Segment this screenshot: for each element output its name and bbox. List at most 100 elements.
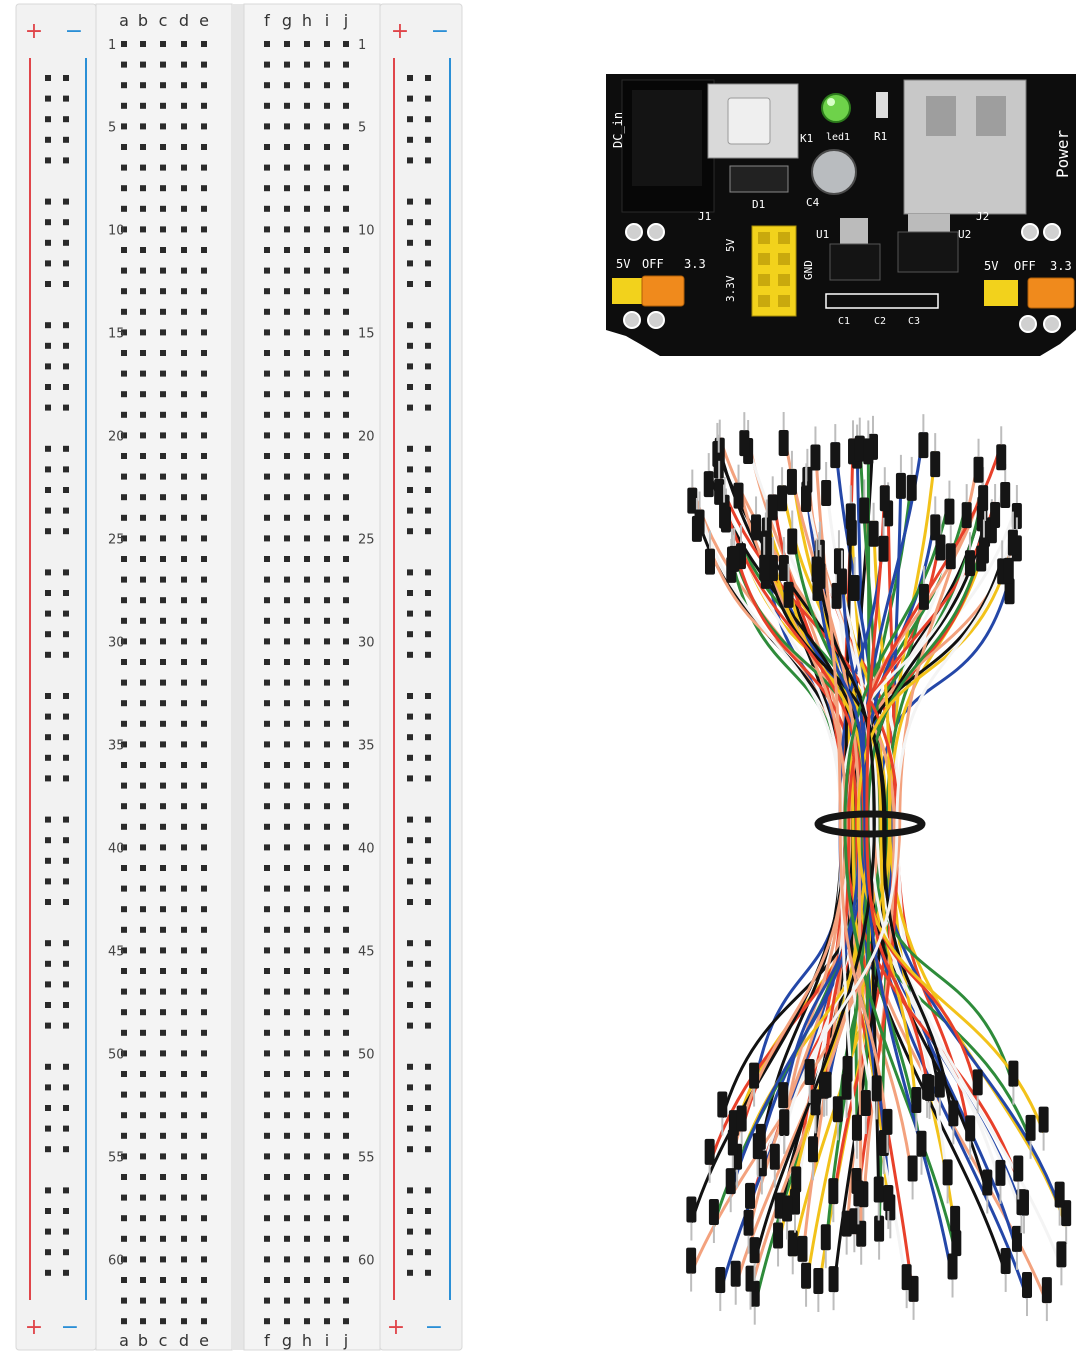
hole [121,803,127,810]
hole [425,754,431,761]
led1-label: led1 [826,132,850,143]
hole [407,75,413,81]
hole [284,41,290,47]
hole [160,308,166,315]
hole [264,926,270,933]
hole [324,638,330,645]
center-channel [232,4,244,1350]
hole [63,198,69,205]
wire-connector [930,451,941,478]
hole [304,1112,310,1119]
hole [425,1084,431,1091]
hole [343,1256,349,1263]
hole [343,988,349,995]
wire-connector [801,485,812,512]
hole [140,1009,146,1016]
hole [304,1256,310,1263]
hole [264,350,270,356]
wire-connector [996,444,1007,471]
wire-connector [694,509,705,536]
hole [425,651,431,658]
wire-connector [759,554,770,581]
hole [407,651,413,658]
hole [343,535,349,542]
hole [284,164,290,171]
hole [160,61,166,68]
hole [425,445,431,452]
power-label: Power [1053,129,1072,178]
hole [63,651,69,658]
hole [121,1235,127,1242]
hole [304,1050,310,1057]
col-j-bottom: j [343,1331,348,1350]
wire-connector [1041,1277,1052,1304]
wire-connector [778,1082,789,1109]
hole [304,617,310,624]
hole [425,1022,431,1029]
hole [264,1277,270,1283]
hole [343,1132,349,1139]
wire-connector [924,1075,935,1102]
hole [121,988,127,995]
hole [407,260,413,267]
hole [264,514,270,521]
hole [284,906,290,913]
hole [407,1269,413,1276]
wire-connector [767,555,778,582]
wire-connector [874,1215,885,1242]
hole [63,940,69,947]
hole [407,878,413,885]
hole [304,885,310,892]
hole [140,61,146,68]
col-h-top: h [302,11,312,30]
wire-connector [787,1230,798,1257]
hole [160,926,166,933]
breadboard: + − + − + − + − a b c d e f g h i j a b … [15,3,463,1351]
hole [304,226,310,233]
hole [284,391,290,398]
hole [324,1091,330,1098]
hole [45,342,51,349]
hole [63,1269,69,1276]
hole [407,754,413,761]
wire-connector [708,1199,719,1226]
hole [343,226,349,233]
hole [45,198,51,205]
hole [63,1125,69,1132]
hole [343,968,349,974]
hole [181,514,187,521]
wire-connector [745,1265,756,1292]
hole [304,1318,310,1325]
row-number: 20 [358,429,375,444]
hole [343,576,349,583]
hole [304,1297,310,1304]
wire-connector [1007,529,1018,556]
left-jumper-cap [641,275,685,307]
hole [45,95,51,102]
hole [121,370,127,377]
hole [407,1125,413,1132]
hole [63,363,69,370]
hole [121,329,127,336]
33v-header-label: 3.3V [724,275,737,302]
hole [264,947,270,954]
hole [201,370,207,377]
hole [425,95,431,102]
mount-hole [647,311,665,329]
hole [121,1009,127,1016]
hole [425,1002,431,1008]
hole [324,123,330,130]
hole [284,968,290,974]
hole [181,144,187,150]
mount-hole [1021,223,1039,241]
wire-connector [730,1260,741,1287]
hole [63,1187,69,1194]
hole [201,1277,207,1283]
hole [284,844,290,851]
hole [304,1091,310,1098]
hole [304,144,310,150]
col-g-bottom: g [282,1331,292,1350]
row-number: 30 [358,635,375,650]
hole [121,1194,127,1201]
hole [407,631,413,638]
